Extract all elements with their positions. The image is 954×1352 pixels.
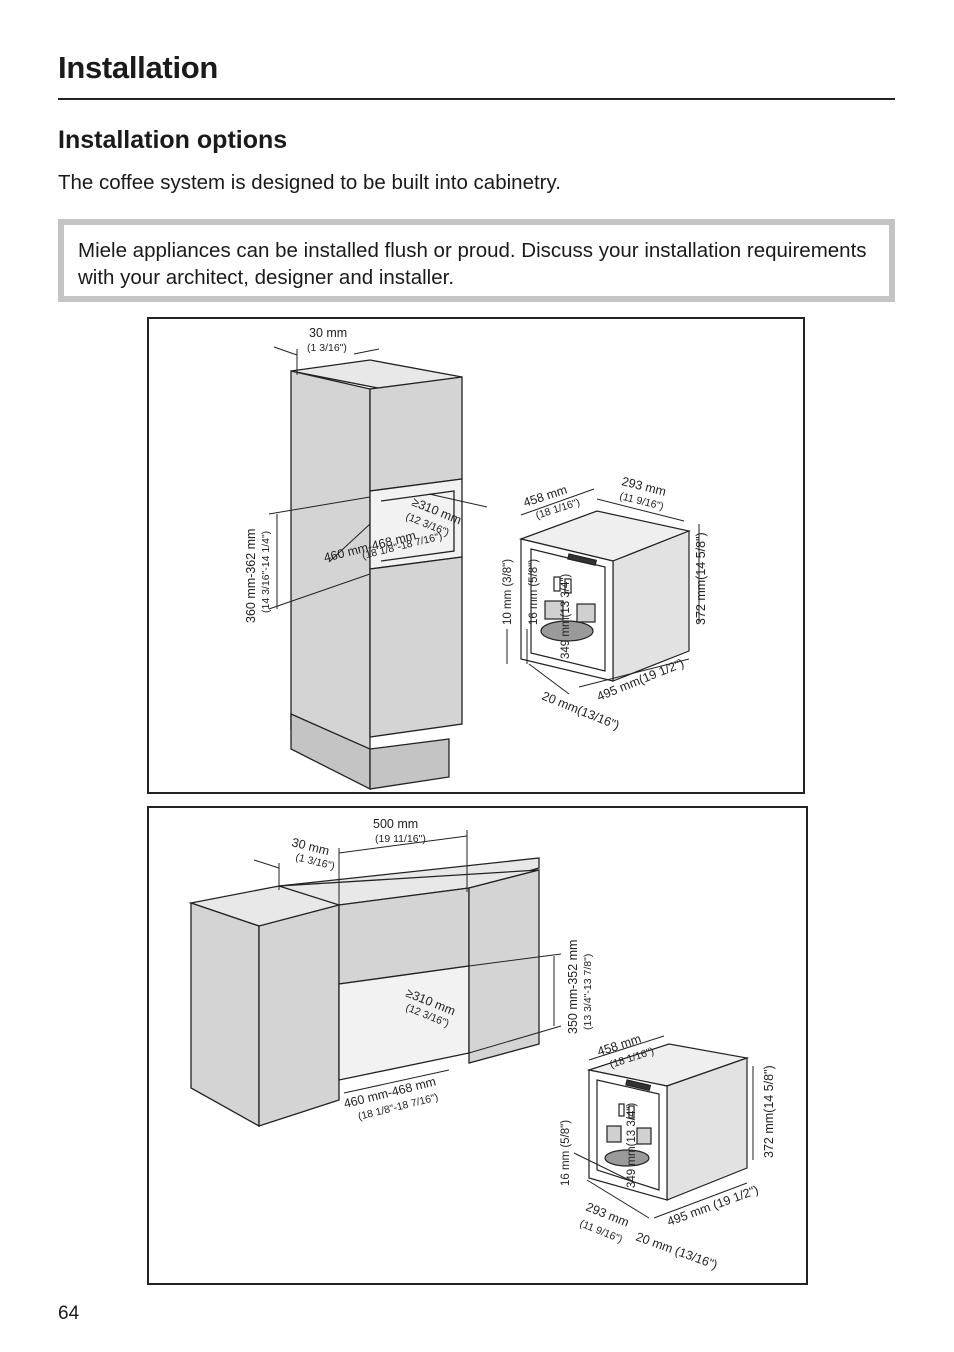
appliance-front bbox=[588, 1069, 668, 1201]
fig2-front-20: 20 mm (13/16") bbox=[634, 1230, 719, 1272]
fig2-front-349: 349 mm(13 3/4") bbox=[626, 1103, 638, 1188]
lower-door bbox=[369, 556, 463, 738]
page-title: Installation bbox=[58, 50, 219, 85]
fig2-front-16: 16 mm (5/8") bbox=[560, 1120, 572, 1186]
left-cabinet-front bbox=[258, 904, 340, 1127]
fig1-front-16: 16 mm (5/8") bbox=[528, 559, 540, 625]
fig1-height-in: (14 3/16"-14 1/4") bbox=[260, 531, 272, 613]
appliance-front bbox=[520, 538, 614, 682]
fig1-app-height: 372 mm(14 5/8") bbox=[694, 532, 708, 625]
fig1-front-349: 349 mm(13 3/4") bbox=[560, 574, 572, 659]
fig2-height-mm: 350 mm-352 mm bbox=[566, 940, 580, 1034]
fig2-app-height: 372 mm(14 5/8") bbox=[762, 1065, 776, 1158]
intro-text: The coffee system is designed to be buil… bbox=[58, 171, 561, 194]
fig1-top-gap-in: (1 3/16") bbox=[307, 342, 347, 354]
title-divider bbox=[58, 98, 895, 100]
upper-door bbox=[369, 376, 463, 492]
figure-tall-cabinet: 30 mm (1 3/16") ≥310 mm (12 3/16") 460 m… bbox=[147, 317, 805, 794]
cabinet-left-side bbox=[290, 370, 371, 765]
fig1-front-10: 10 mm (3/8") bbox=[502, 559, 514, 625]
section-title: Installation options bbox=[58, 126, 288, 154]
fig2-height-in: (13 3/4"-13 7/8") bbox=[582, 954, 594, 1030]
drip-tray bbox=[540, 620, 594, 642]
drip-tray bbox=[604, 1149, 650, 1167]
right-cabinet-front bbox=[468, 869, 540, 1064]
fig2-top-width-in: (19 11/16") bbox=[375, 833, 426, 845]
page-number: 64 bbox=[58, 1303, 80, 1324]
base-cabinet-diagram: 500 mm (19 11/16") 30 mm (1 3/16") ≥310 … bbox=[188, 817, 776, 1272]
figure-base-cabinet: 500 mm (19 11/16") 30 mm (1 3/16") ≥310 … bbox=[147, 806, 808, 1285]
base-left-side bbox=[190, 902, 260, 1128]
note-text: Miele appliances can be installed flush … bbox=[78, 239, 867, 289]
note-box: Miele appliances can be installed flush … bbox=[58, 219, 895, 302]
plinth-front bbox=[369, 738, 450, 790]
fig2-top-width-mm: 500 mm bbox=[373, 817, 418, 831]
fig1-top-gap-mm: 30 mm bbox=[309, 326, 347, 340]
niche-opening bbox=[338, 965, 470, 1081]
fig1-height-mm: 360 mm-362 mm bbox=[244, 529, 258, 623]
tall-cabinet-diagram: 30 mm (1 3/16") ≥310 mm (12 3/16") 460 m… bbox=[244, 326, 708, 791]
